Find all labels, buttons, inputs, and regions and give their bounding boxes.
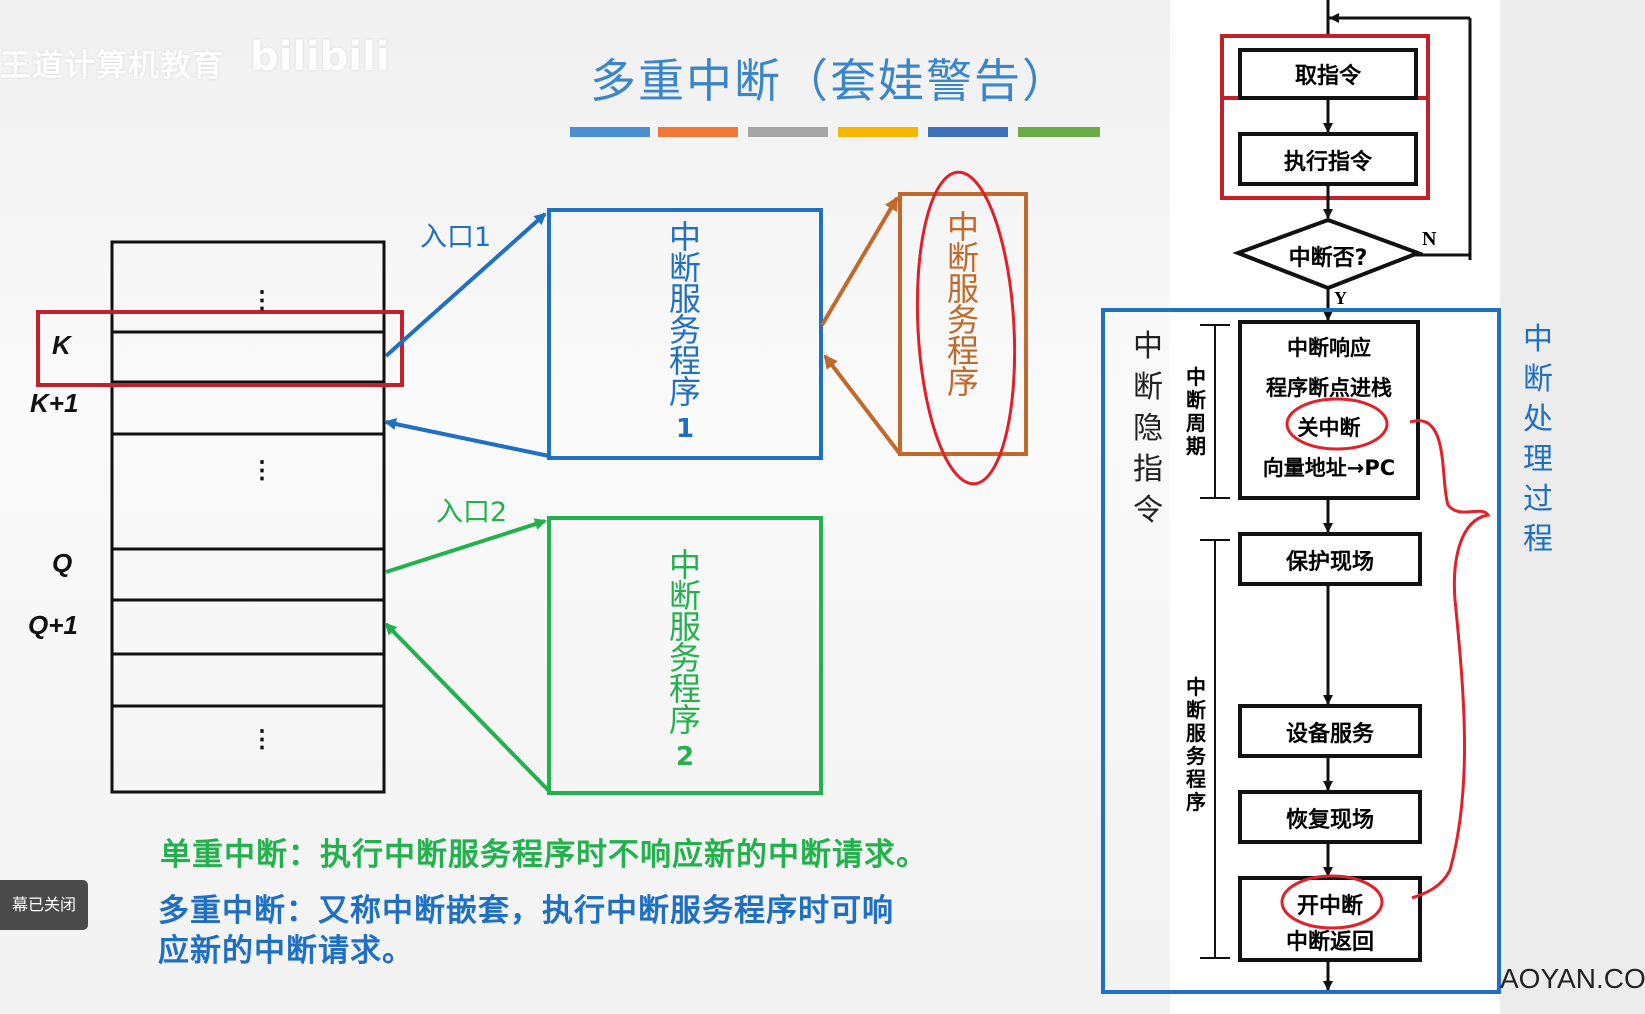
colorbar-segment-6: [1018, 127, 1100, 137]
current-instruction-highlight: [36, 310, 404, 387]
colorbar-segment-3: [748, 127, 828, 137]
fc-no: N: [1422, 228, 1437, 250]
entry2-label: 入口2: [436, 497, 508, 528]
interrupt-process-frame: [1101, 308, 1501, 994]
isr2-text: 中断服务程序: [668, 546, 701, 739]
fc-response1: 中断响应: [1287, 336, 1371, 360]
colorbar-segment-2: [658, 127, 738, 137]
label-q: Q: [52, 548, 73, 578]
fc-restore: 恢复现场: [1285, 808, 1374, 833]
enable-interrupt-circle: [1280, 874, 1384, 930]
isr1-text: 中断服务程序: [668, 218, 701, 411]
memory-stack: [110, 240, 386, 794]
fc-service: 设备服务: [1285, 722, 1374, 747]
interrupt-cycle-label: 中断周期: [1186, 365, 1206, 458]
disable-interrupt-circle: [1285, 397, 1389, 451]
nested-isr-box: [898, 192, 1028, 456]
ellipsis-2: ⋮: [250, 457, 274, 484]
return2-arrow: [384, 622, 551, 793]
fc-yes: Y: [1334, 288, 1347, 308]
isr1-number: 1: [675, 414, 695, 444]
colorbar-segment-5: [928, 127, 1008, 137]
fc-enable: 开中断: [1296, 894, 1363, 919]
colorbar-segment-1: [570, 127, 650, 137]
fc-execute: 执行指令: [1283, 150, 1372, 175]
nested-return-arrow: [823, 354, 902, 456]
isr2-number: 2: [675, 742, 695, 772]
slide-background: [0, 0, 1170, 1014]
multi-interrupt-caption-line1: 多重中断：又称中断嵌套，执行中断服务程序时可响: [158, 893, 894, 929]
entry2-arrow: [385, 518, 547, 574]
fc-response4: 向量地址→PC: [1262, 456, 1396, 480]
fc-fetch: 取指令: [1294, 64, 1361, 89]
nested-entry-arrow: [820, 196, 899, 327]
entry1-arrow: [384, 212, 547, 358]
interrupt-process-label: 中断处理过程: [1523, 322, 1553, 557]
fc-save: 保护现场: [1285, 550, 1374, 575]
side-panel: [1500, 0, 1645, 1014]
single-interrupt-caption: 单重中断：执行中断服务程序时不响应新的中断请求。: [160, 837, 928, 873]
hidden-instruction-label: 中断隐指令: [1133, 329, 1163, 528]
label-k1: K+1: [30, 388, 79, 418]
label-k: K: [52, 330, 71, 360]
ellipsis-1: ⋮: [250, 287, 274, 314]
bilibili-logo: bilibili: [250, 34, 390, 80]
return1-arrow: [384, 418, 550, 458]
fc-response3: 关中断: [1297, 416, 1361, 440]
flowchart: [1200, 0, 1472, 991]
isr-range-label: 中断服务程序: [1186, 675, 1206, 814]
site-watermark: AOYAN.CO: [1500, 963, 1645, 994]
ellipsis-3: ⋮: [250, 726, 274, 753]
annotation-curve: [1409, 419, 1491, 900]
slide-title: 多重中断（套娃警告）: [590, 54, 1070, 108]
isr2-box: [547, 516, 823, 795]
fc-response2: 程序断点进栈: [1266, 376, 1392, 400]
fc-return: 中断返回: [1285, 930, 1374, 955]
fc-decision: 中断否?: [1288, 246, 1368, 271]
entry1-label: 入口1: [420, 222, 492, 253]
watermark-text: 王道计算机教育: [0, 48, 224, 84]
nested-isr-annotation: [915, 170, 1017, 486]
multi-interrupt-caption-line2: 应新的中断请求。: [158, 933, 414, 969]
isr1-box: [547, 208, 823, 460]
subtitle-toggle-button[interactable]: 幕已关闭: [0, 880, 88, 930]
nested-isr-text: 中断服务程序: [946, 208, 979, 401]
colorbar-segment-4: [838, 127, 918, 137]
label-q1: Q+1: [28, 610, 78, 640]
